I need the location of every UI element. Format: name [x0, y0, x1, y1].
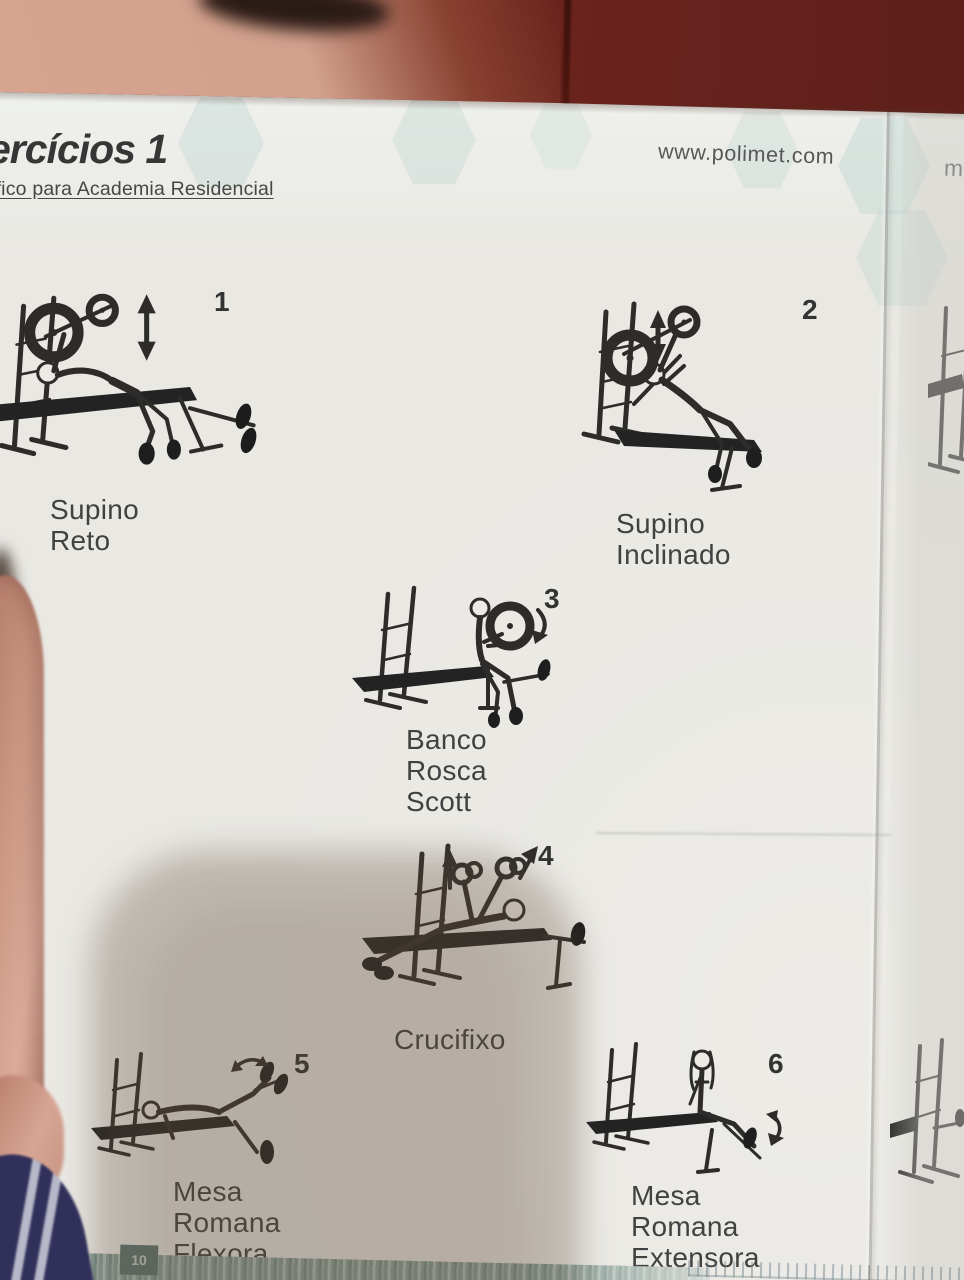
exercise-6-number: 6 — [768, 1048, 784, 1079]
exercise-3-number: 3 — [544, 583, 560, 614]
lifter-figure — [642, 331, 762, 483]
adjacent-page-partial-illustration — [928, 296, 964, 486]
exercise-3-label: Banco Rosca Scott — [406, 724, 487, 817]
exercise-4-number: 4 — [538, 840, 554, 871]
leg-extension-drawing — [586, 1042, 784, 1174]
bench-slab — [352, 666, 494, 692]
leg-curl-drawing — [91, 1052, 289, 1164]
camera-shadow-core — [140, 900, 530, 1280]
exercise-1-illustration — [0, 272, 277, 502]
exercise-5-number: 5 — [294, 1048, 310, 1079]
partial-bench-drawing — [928, 306, 964, 474]
extension-lever — [696, 1122, 762, 1174]
lifter-figure — [362, 873, 526, 980]
exercise-6-illustration — [578, 1038, 808, 1193]
exercise-4-illustration — [322, 836, 597, 1021]
seat-and-roller — [478, 659, 551, 710]
exercise-4-label: Crucifixo — [394, 1024, 506, 1055]
up-down-arrow-icon — [137, 294, 156, 361]
exercise-1-number: 1 — [214, 286, 230, 317]
lifter-figure — [36, 332, 181, 465]
bench-press-incline-drawing — [581, 301, 762, 492]
bench-slab — [0, 387, 198, 422]
up-arrow-icon — [442, 850, 458, 890]
exercise-3-illustration — [338, 578, 573, 748]
partial-bench-drawing — [890, 1038, 964, 1184]
seated-figure — [688, 1049, 757, 1149]
exercise-6-label: Mesa Romana Extensora — [631, 1180, 760, 1273]
page-subtitle-partial: cífico para Academia Residencial — [0, 178, 274, 200]
camera-shadow — [90, 850, 582, 1280]
up-down-arrow-icon — [650, 310, 666, 362]
adjacent-page-partial-illustration — [890, 1032, 964, 1197]
exercise-2-number: 2 — [802, 294, 818, 325]
curler-figure — [469, 597, 523, 728]
barbell — [24, 293, 119, 363]
prone-figure — [141, 1075, 272, 1140]
exercise-5-illustration — [85, 1050, 325, 1195]
bench-slab — [586, 1112, 718, 1134]
rack-posts — [0, 295, 69, 457]
up-arrow-icon — [518, 846, 538, 880]
paper-header-tint — [0, 90, 964, 260]
exercise-2-label: Supino Inclinado — [616, 508, 731, 570]
leg-rest — [542, 922, 586, 990]
page-title-partial: ercícios 1 — [0, 126, 168, 172]
barbell — [601, 305, 701, 387]
preacher-curl-drawing — [352, 585, 551, 728]
exercise-1-label: Supino Reto — [50, 494, 139, 556]
dumbbell-fly-drawing — [362, 843, 586, 990]
bench-legs — [177, 396, 257, 454]
leg-curl-rollers — [233, 1061, 289, 1164]
bench-press-flat-drawing — [0, 293, 257, 465]
dumbbells — [450, 856, 527, 886]
background-surface — [0, 0, 964, 114]
curved-arrow-icon — [231, 1056, 268, 1072]
curved-arrow-icon — [532, 608, 548, 644]
exercise-2-illustration — [572, 282, 817, 502]
curl-barbell — [485, 601, 535, 651]
curved-arrow-icon — [766, 1110, 784, 1146]
bench-slab — [614, 430, 762, 452]
bench-slab — [91, 1116, 235, 1140]
bench-leg — [710, 446, 742, 492]
